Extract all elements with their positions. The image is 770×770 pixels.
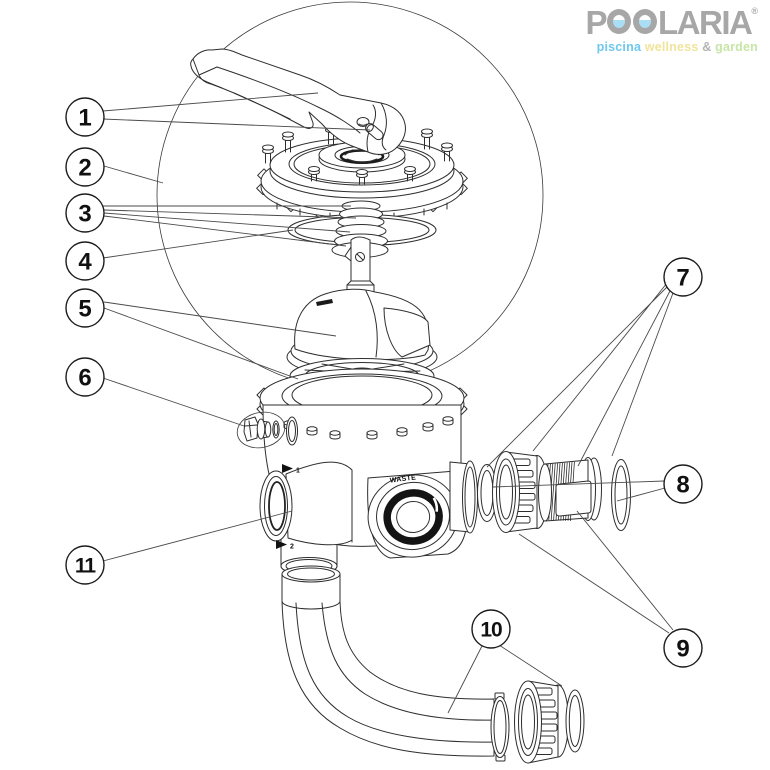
plug-socket — [286, 416, 298, 446]
left-port — [259, 461, 353, 546]
logo-text-suffix: LARIA — [658, 4, 753, 41]
callout-11: 11 — [65, 545, 105, 585]
svg-text:3: 3 — [78, 201, 91, 228]
svg-text:4: 4 — [78, 249, 92, 276]
waste-label: WASTE — [390, 474, 417, 484]
tagline-wellness: wellness — [644, 40, 699, 54]
callout-4: 4 — [65, 241, 105, 281]
tagline-piscina: piscina — [596, 40, 642, 54]
callout-10: 10 — [471, 609, 511, 649]
callout-1: 1 — [65, 97, 105, 137]
callout-7: 7 — [663, 257, 703, 297]
svg-text:1: 1 — [296, 468, 300, 475]
svg-text:10: 10 — [480, 619, 502, 642]
logo-water-o-icon — [607, 9, 632, 34]
union-flat-gasket — [477, 464, 497, 522]
callout-6: 6 — [65, 357, 105, 397]
union-oring-bottom — [565, 689, 585, 753]
svg-text:8: 8 — [676, 472, 689, 499]
svg-text:6: 6 — [78, 365, 91, 392]
waste-port — [367, 469, 469, 559]
callout-9: 9 — [663, 628, 703, 668]
tagline-garden: garden — [715, 40, 758, 54]
callout-5: 5 — [65, 288, 105, 328]
union-nut-bottom — [514, 680, 569, 764]
callout-3: 3 — [65, 193, 105, 233]
logo-text-prefix: P — [585, 4, 608, 41]
svg-text:7: 7 — [676, 265, 689, 292]
svg-text:2: 2 — [78, 155, 91, 182]
union-oring-right — [611, 459, 631, 531]
position-mark-2: 2 — [276, 540, 294, 551]
drain-plug-detail — [236, 411, 286, 449]
svg-text:5: 5 — [78, 296, 91, 323]
handle-pin — [365, 123, 384, 141]
svg-text:9: 9 — [676, 636, 689, 663]
right-port — [449, 460, 478, 534]
elbow-pipe — [281, 565, 510, 762]
callout-2: 2 — [65, 147, 105, 187]
svg-text:11: 11 — [75, 555, 97, 578]
brand-logo: P LARIA ® piscina wellness & garden — [586, 6, 758, 54]
registered-trademark-icon: ® — [751, 6, 758, 16]
valve-cover-part — [256, 122, 468, 222]
callout-8: 8 — [663, 464, 703, 504]
position-mark-1: 1 — [282, 464, 300, 475]
union-adapter — [538, 457, 602, 522]
logo-water-o-icon — [633, 9, 658, 34]
tagline-ampersand: & — [702, 40, 712, 54]
valve-body: 1 2 WASTE — [259, 404, 478, 575]
valve-handle-part — [190, 48, 406, 155]
brand-tagline: piscina wellness & garden — [586, 41, 758, 54]
leader-lines — [102, 92, 674, 714]
svg-text:1: 1 — [78, 105, 91, 132]
svg-text:2: 2 — [290, 544, 294, 551]
